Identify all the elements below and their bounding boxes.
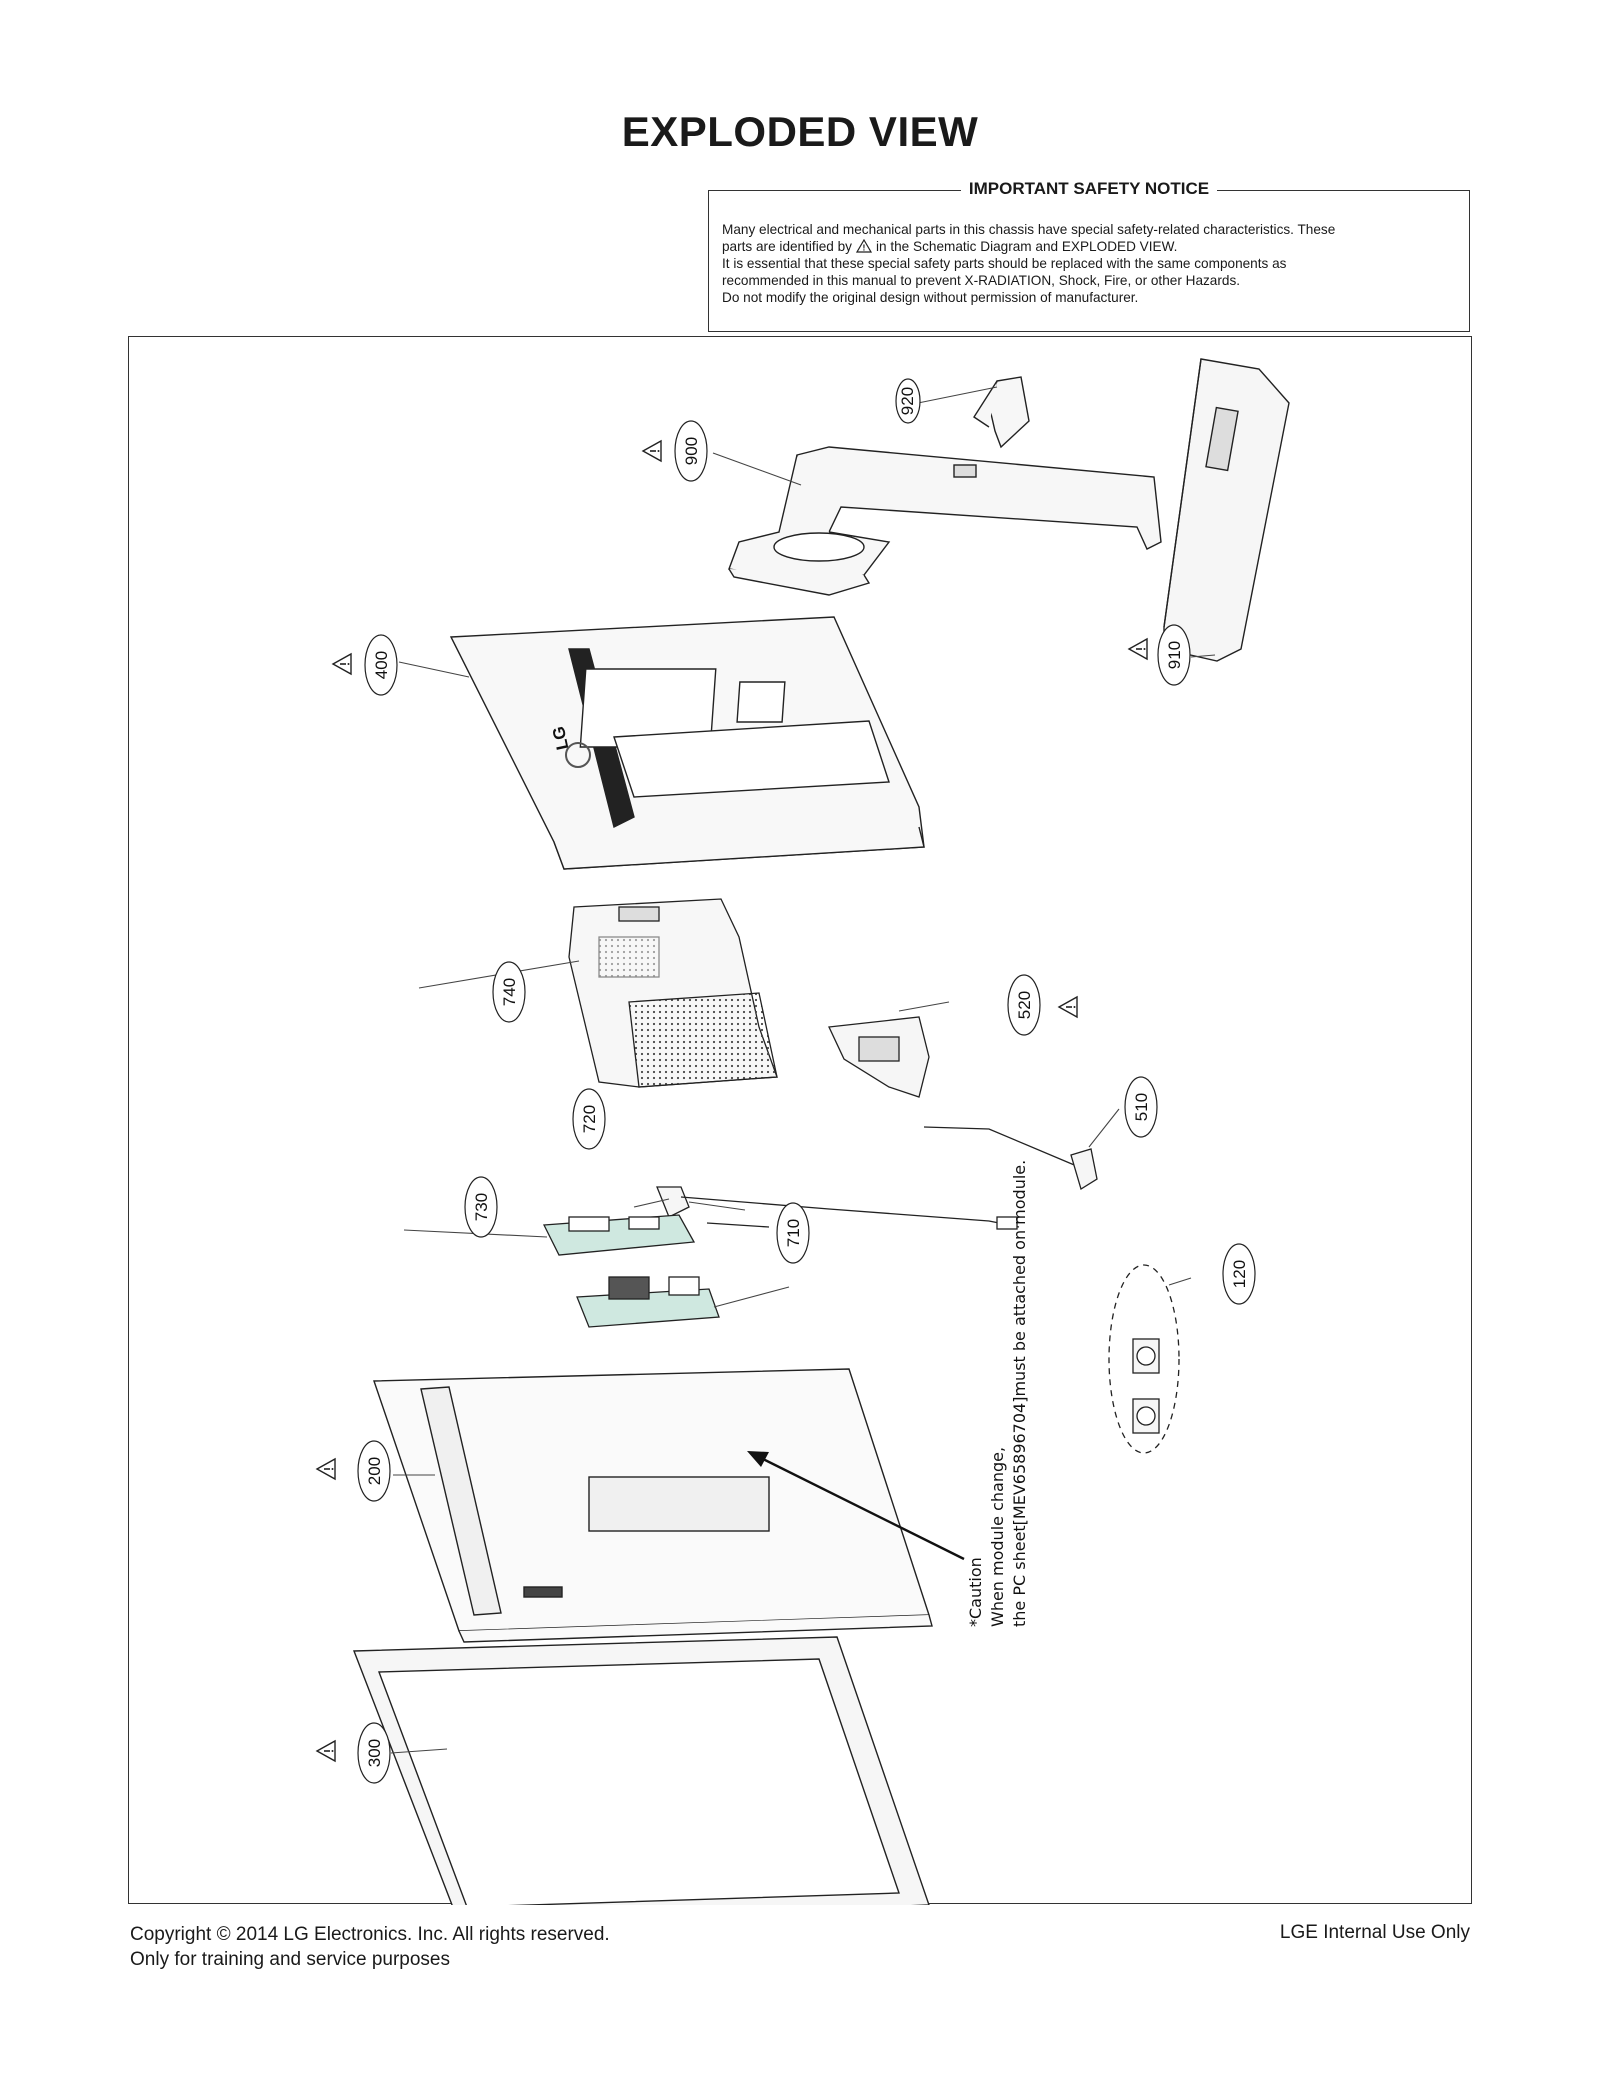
page-title: EXPLODED VIEW [621,108,979,155]
part-label-400: 400 [364,634,398,696]
svg-text:510: 510 [1132,1093,1151,1121]
part-label-120: 120 [1222,1243,1256,1305]
svg-text:920: 920 [898,387,917,415]
svg-text:720: 720 [580,1105,599,1133]
exploded-diagram-frame: LG [128,336,1472,1905]
power-board-730 [542,1214,696,1256]
notice-line: It is essential that these special safet… [722,256,1287,271]
svg-text:!: ! [863,244,866,253]
part-label-910: 910 [1157,624,1191,686]
svg-text:120: 120 [1230,1260,1249,1288]
panel-bracket [828,1016,930,1098]
lg-logo-text: LG [549,725,572,752]
notice-line: Many electrical and mechanical parts in … [722,222,1336,237]
warning-triangle-icon [316,1458,336,1480]
stand-cover [973,376,1030,449]
svg-text:the PC sheet[MEV65896704]must: the PC sheet[MEV65896704]must be attache… [1010,1160,1029,1627]
copyright-text: Copyright © 2014 LG Electronics. Inc. Al… [130,1924,610,1945]
part-label-300: 300 [357,1722,391,1784]
notice-line: recommended in this manual to prevent X-… [722,273,1241,288]
back-cover [451,617,925,870]
main-board-shield [568,898,778,1088]
notice-line: Do not modify the original design withou… [722,290,1139,305]
main-frame [373,1368,933,1643]
wire-harness [656,1186,1020,1230]
exploded-diagram: LG [129,337,1290,1905]
svg-text:910: 910 [1165,641,1184,669]
svg-text:710: 710 [784,1219,803,1247]
svg-text:*Caution: *Caution [966,1557,985,1627]
speakers [1108,1264,1180,1454]
warning-triangle-icon [642,440,662,462]
part-label-900: 900 [674,420,708,482]
warning-triangle-icon [332,653,352,675]
svg-text:520: 520 [1015,991,1034,1019]
power-board-710 [576,1276,720,1328]
purpose-text: Only for training and service purposes [130,1949,450,1970]
part-label-510: 510 [1124,1076,1158,1138]
part-label-200: 200 [357,1440,391,1502]
svg-text:200: 200 [365,1457,384,1485]
control-key [923,1126,1098,1191]
warning-triangle-icon [1058,996,1078,1018]
caution-note: *Caution When module change, the PC shee… [966,1160,1029,1627]
safety-notice-body: Many electrical and mechanical parts in … [722,221,1456,306]
warning-triangle-icon [316,1740,336,1762]
warning-triangle-icon: ! [855,239,872,253]
notice-line: parts are identified by!in the Schematic… [722,239,1178,254]
safety-notice-title: IMPORTANT SAFETY NOTICE [960,179,1218,198]
part-label-740: 740 [492,961,526,1023]
front-bezel [352,1636,930,1905]
svg-text:When module change,: When module change, [988,1447,1007,1627]
caution-arrow [747,1451,965,1561]
svg-text:730: 730 [472,1193,491,1221]
stand-body [728,446,1162,596]
svg-text:740: 740 [500,978,519,1006]
safety-notice: IMPORTANT SAFETY NOTICE Many electrical … [708,179,1470,332]
svg-text:400: 400 [372,651,391,679]
svg-text:900: 900 [682,437,701,465]
part-label-520: 520 [1007,974,1041,1036]
internal-use-text: LGE Internal Use Only [1279,1922,1470,1943]
part-label-710: 710 [776,1202,810,1264]
part-label-720: 720 [572,1088,606,1150]
part-label-730: 730 [464,1176,498,1238]
svg-text:300: 300 [365,1739,384,1767]
footer-left: Copyright © 2014 LG Electronics. Inc. Al… [130,1922,610,1972]
warning-triangle-icon [1128,638,1148,660]
lg-logo-icon [565,742,591,768]
part-label-920: 920 [895,378,921,424]
stand-base [1163,358,1290,662]
